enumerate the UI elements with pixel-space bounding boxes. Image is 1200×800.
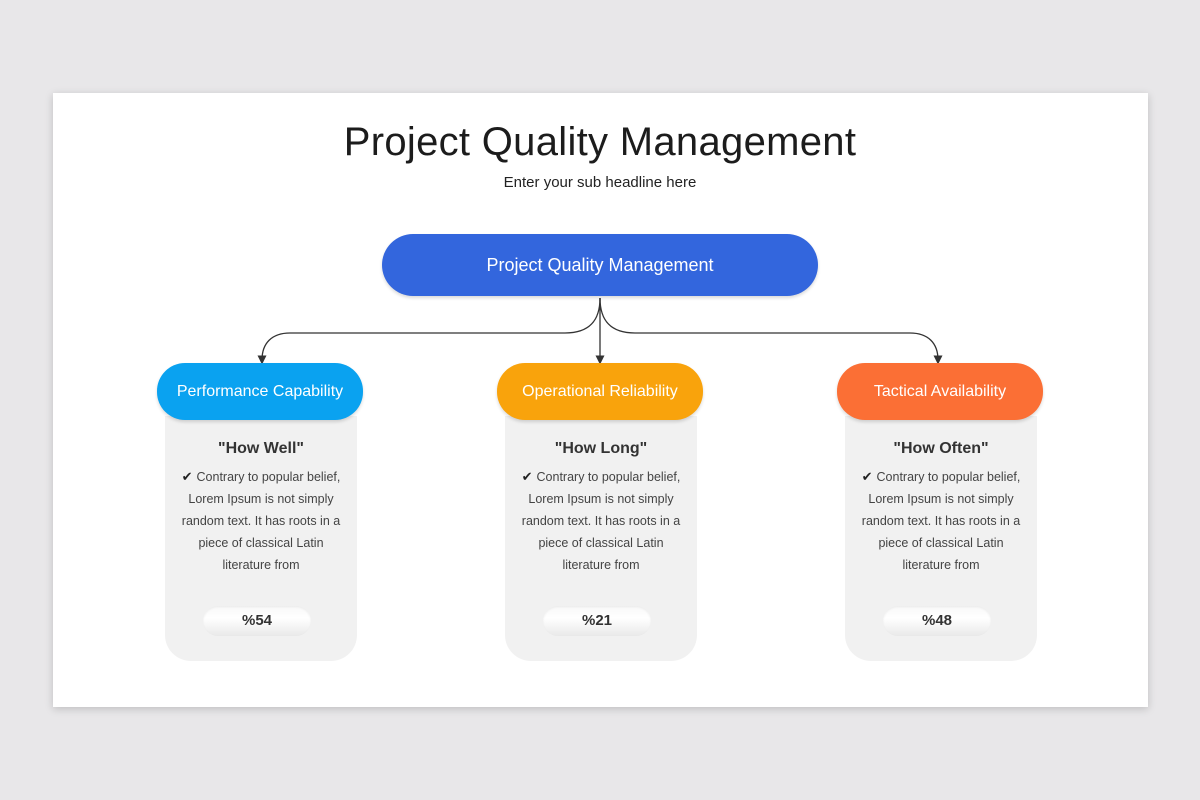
card-heading: "How Long" <box>554 440 648 457</box>
card-tactical-availability: "How Often" ✔Contrary to popular belief,… <box>845 416 1037 661</box>
card-body-text: Contrary to popular belief, Lorem Ipsum … <box>521 470 681 572</box>
check-icon: ✔ <box>181 469 193 484</box>
card-heading: "How Often" <box>893 440 989 457</box>
card-performance-capability: "How Well" ✔Contrary to popular belief, … <box>165 416 357 661</box>
card-body-text: Contrary to popular belief, Lorem Ipsum … <box>181 470 341 572</box>
card-body: ✔Contrary to popular belief, Lorem Ipsum… <box>517 466 685 576</box>
root-node: Project Quality Management <box>382 234 818 296</box>
check-icon: ✔ <box>861 469 873 484</box>
card-body: ✔Contrary to popular belief, Lorem Ipsum… <box>857 466 1025 576</box>
card-body-text: Contrary to popular belief, Lorem Ipsum … <box>861 470 1021 572</box>
check-icon: ✔ <box>521 469 533 484</box>
card-pill-performance-capability: Performance Capability <box>157 363 363 420</box>
percent-badge: %54 <box>203 606 311 636</box>
card-heading: "How Well" <box>218 440 304 457</box>
card-body: ✔Contrary to popular belief, Lorem Ipsum… <box>177 466 345 576</box>
page-subtitle: Enter your sub headline here <box>503 174 697 191</box>
card-operational-reliability: "How Long" ✔Contrary to popular belief, … <box>505 416 697 661</box>
card-pill-tactical-availability: Tactical Availability <box>837 363 1043 420</box>
percent-badge: %21 <box>543 606 651 636</box>
percent-badge: %48 <box>883 606 991 636</box>
page-title: Project Quality Management <box>343 120 857 164</box>
card-pill-operational-reliability: Operational Reliability <box>497 363 703 420</box>
